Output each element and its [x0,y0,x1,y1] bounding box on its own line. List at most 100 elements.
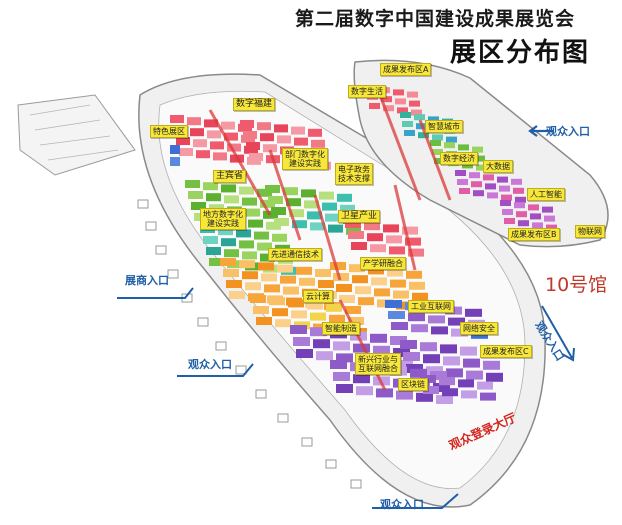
booth [310,327,327,337]
booth [249,153,263,161]
booth [383,224,399,233]
zone-label: 智能制造 [322,322,360,335]
booth [263,210,278,219]
booth [269,297,285,306]
booth [412,292,428,301]
booth [411,324,428,333]
booth [224,249,239,258]
pillar [301,437,313,447]
booth [393,89,404,96]
booth [451,328,468,337]
booth [348,231,364,239]
booth [396,301,412,310]
booth [430,371,447,380]
booth [390,279,406,288]
left-annex [17,94,136,176]
booth [242,271,258,280]
booth [339,295,355,303]
entrance-arrow-icon [177,363,254,377]
booth [185,180,200,188]
booth [275,319,291,328]
booth [170,157,180,166]
booth [458,379,474,388]
booth [502,209,513,215]
booth [387,268,403,277]
booth [257,242,272,251]
booth [261,273,277,282]
booth [221,121,235,130]
booth [290,325,307,334]
booth [351,242,367,250]
booth [333,273,349,281]
booth [293,337,310,346]
booth [280,275,296,284]
booth [260,253,275,262]
booth [209,258,224,266]
booth [292,220,307,229]
booth [330,360,347,369]
hall-10-label: 10号馆 [545,274,608,296]
booth [532,222,543,229]
booth [333,341,350,351]
booth [459,188,470,194]
booth [374,288,390,297]
zone-label: 区块链 [398,378,428,391]
booth [402,226,418,235]
booth [408,248,424,257]
booth [416,392,433,402]
booth [310,312,326,321]
booth [242,197,257,206]
booth [409,281,425,290]
zone-label: 电子政务 技术支撑 [335,163,373,185]
pillar [255,389,267,399]
entrance-exhibitor: 展商入口 [125,274,169,287]
booth [316,351,333,361]
pillar [197,317,209,327]
booth [499,185,510,192]
booth [433,383,450,392]
entrance-left-lower: 观众入口 [188,358,232,371]
booth [483,174,494,181]
booth [418,132,429,139]
booth [336,384,353,393]
booth [369,103,380,109]
booth [353,343,370,353]
booth [348,317,364,325]
booth [318,280,334,288]
booth [393,348,410,357]
pillar [137,199,149,209]
booth [514,202,525,209]
booth [226,280,242,288]
entrance-arrow-icon [528,125,553,137]
booth [260,199,275,208]
booth [243,131,257,139]
booth [248,219,263,228]
booth [408,313,425,322]
booth [487,192,498,199]
booth [446,136,457,143]
booth [396,390,413,400]
booth [458,144,469,151]
booth [221,184,236,193]
booth [256,317,272,325]
booth [336,353,353,363]
booth [462,162,473,169]
zone-label: 工业互联网 [408,300,454,313]
booth [430,140,441,146]
booth [220,258,236,266]
booth [277,264,293,273]
pillar [145,221,157,231]
booth [218,227,233,236]
booth [406,270,422,279]
pillar [235,365,247,375]
booth [423,386,439,394]
booth [304,200,319,209]
booth [426,366,443,376]
booth [440,344,457,354]
booth [289,209,304,218]
booth [402,121,413,127]
booth [391,322,408,330]
zone-label: 数字经济 [440,152,478,165]
pillar [155,245,167,255]
booth [207,130,221,139]
